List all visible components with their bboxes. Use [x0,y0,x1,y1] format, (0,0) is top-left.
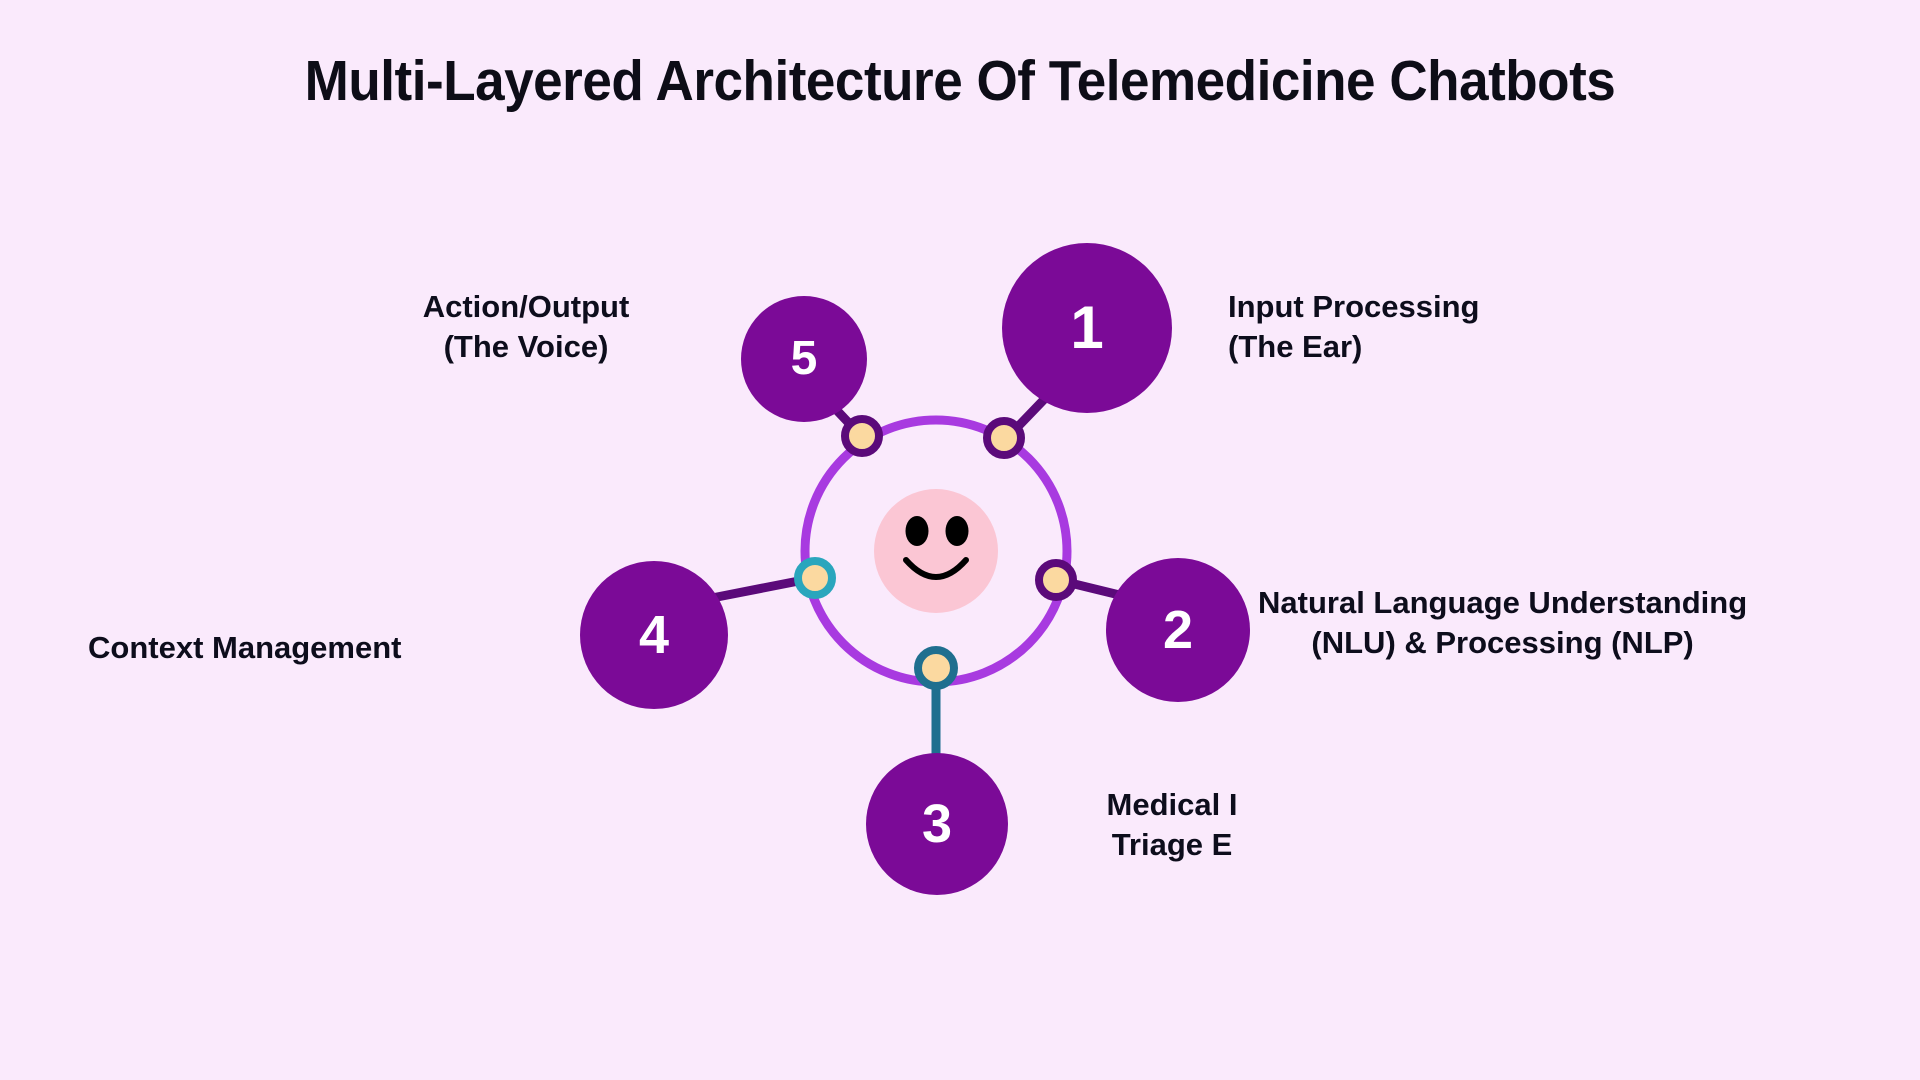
label-3-clip-mask [1240,740,1920,940]
layer-node-4-number: 4 [638,605,670,665]
layer-node-4[interactable]: 4 [580,561,728,709]
connector-dot-2 [1035,559,1077,601]
connector-line-4 [707,573,819,603]
layer-node-5-number: 5 [790,332,818,385]
layer-node-2-number: 2 [1162,600,1194,660]
layer-label-1: Input Processing (The Ear) [1228,289,1480,365]
layer-node-1-number: 1 [1070,294,1104,361]
layer-label-2: Natural Language Understanding (NLU) & P… [1258,585,1748,661]
layer-label-4: Context Management [88,630,402,665]
orbit-ring [800,415,1072,687]
connector-dot-4 [794,557,836,599]
smiley-face-icon [903,516,969,580]
connector-dot-1 [983,417,1025,459]
layer-node-5[interactable]: 5 [741,296,867,422]
center-disc [874,489,998,613]
layer-node-3-number: 3 [921,794,953,854]
page-title: Multi-Layered Architecture Of Telemedici… [304,49,1616,113]
layer-label-5: Action/Output (The Voice) [422,289,630,365]
layer-node-3[interactable]: 3 [866,753,1008,895]
connector-dot-5 [841,415,883,457]
layer-label-3: Medical I Triage E [1106,787,1238,863]
layer-node-1[interactable]: 1 [1002,243,1172,413]
connector-dot-3 [914,646,958,690]
layer-node-2[interactable]: 2 [1106,558,1250,702]
